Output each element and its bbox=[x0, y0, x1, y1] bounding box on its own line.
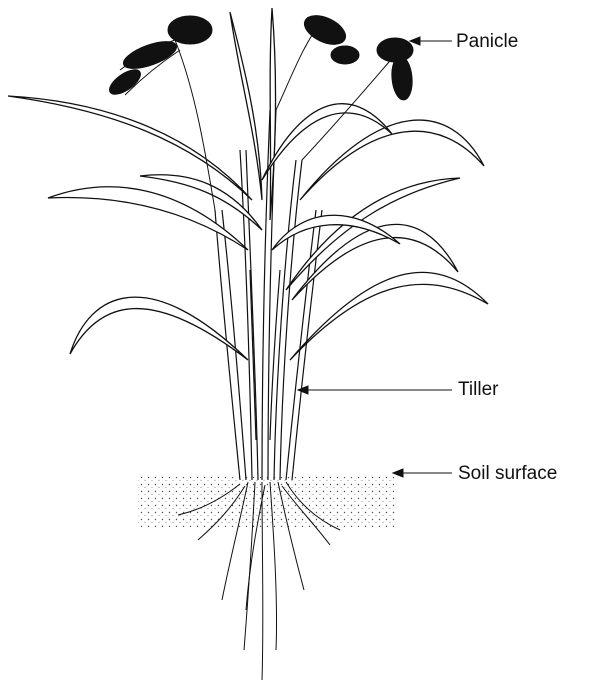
soil-block bbox=[138, 477, 396, 527]
tiller-label: Tiller bbox=[458, 379, 498, 401]
leader-lines bbox=[298, 37, 452, 477]
leaf-blades bbox=[8, 8, 488, 360]
soil-surface-label: Soil surface bbox=[458, 463, 557, 485]
panicle-label: Panicle bbox=[456, 31, 518, 53]
tiller-stems bbox=[215, 110, 322, 480]
